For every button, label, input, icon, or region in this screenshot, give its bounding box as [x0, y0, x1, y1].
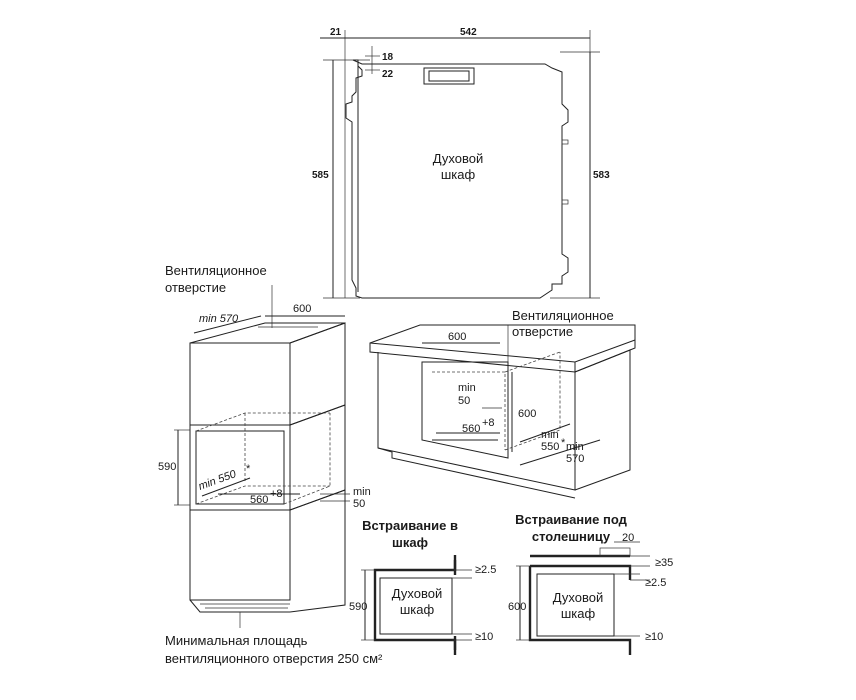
tall-cabinet-diagram: Вентиляционное отверстие 600 min 570 590…: [158, 263, 383, 666]
tall-gap-min-b: 50: [353, 498, 365, 510]
counter-width-dim: 600: [448, 331, 466, 343]
inset-cabinet-title-line1: Встраивание в: [362, 518, 458, 533]
oven-label-line1: Духовой: [433, 151, 483, 166]
tall-gap-min-a: min: [353, 486, 371, 498]
counter-niche-depth-alt-b: 570: [566, 453, 584, 465]
inset-counter-gap-top-a: ≥35: [655, 557, 673, 569]
oven-side-profile: 21 542 18 22 585 583 Духовой шкаф: [312, 27, 610, 299]
tall-vent-label-line2: отверстие: [165, 280, 226, 295]
tall-depth-dim: min 570: [199, 313, 239, 325]
inset-counter-label-line2: шкаф: [561, 606, 596, 621]
counter-niche-depth-a: min: [541, 429, 559, 441]
inset-cabinet-title-line2: шкаф: [392, 535, 428, 550]
inset-counter-title-line1: Встраивание под: [515, 512, 628, 527]
front-height-dim: 585: [312, 170, 329, 181]
inset-cabinet-label-line2: шкаф: [400, 602, 435, 617]
inset-counter-section: Встраивание под столешницу 600 20 ≥35 ≥2…: [508, 512, 673, 655]
oven-label-line2: шкаф: [441, 167, 476, 182]
counter-cabinet-diagram: Вентиляционное отверстие 600 min 50 600 …: [369, 308, 636, 499]
inset-cabinet-gap-bottom: ≥10: [475, 631, 493, 643]
counter-niche-height-dim: 600: [518, 408, 536, 420]
inset-counter-height-dim: 600: [508, 601, 526, 613]
tall-niche-width-dim: 560: [250, 494, 268, 506]
inset-counter-gap-top-b: ≥2.5: [645, 577, 666, 589]
inset-counter-title-line2: столешницу: [532, 529, 611, 544]
inset-counter-top-offset: 20: [622, 532, 634, 544]
tall-niche-height-dim: 590: [158, 461, 176, 473]
counter-vent-label-line2: отверстие: [512, 324, 573, 339]
counter-niche-width-dim: 560: [462, 423, 480, 435]
inset-cabinet-gap-top: ≥2.5: [475, 564, 496, 576]
counter-gap-min-b: 50: [458, 395, 470, 407]
front-offset-dim: 21: [330, 27, 342, 38]
tall-niche-depth-star: *: [246, 463, 251, 475]
tall-width-dim: 600: [293, 303, 311, 315]
counter-gap-min-a: min: [458, 382, 476, 394]
tall-bottom-note-line2: вентиляционного отверстия 250 см²: [165, 651, 383, 666]
counter-vent-label-line1: Вентиляционное: [512, 308, 614, 323]
top-offset-b-dim: 22: [382, 69, 394, 80]
tall-vent-label-line1: Вентиляционное: [165, 263, 267, 278]
inset-counter-label-line1: Духовой: [553, 590, 603, 605]
inset-counter-gap-bottom: ≥10: [645, 631, 663, 643]
total-width-dim: 542: [460, 27, 477, 38]
counter-niche-width-tol: +8: [482, 417, 495, 429]
tall-bottom-note-line1: Минимальная площадь: [165, 633, 308, 648]
inset-cabinet-height-dim: 590: [349, 601, 367, 613]
counter-niche-depth-star: *: [561, 437, 566, 449]
inset-cabinet-section: Встраивание в шкаф 590 ≥2.5 ≥10 Духовой …: [349, 518, 496, 655]
inset-cabinet-label-line1: Духовой: [392, 586, 442, 601]
counter-niche-depth-b: 550: [541, 441, 559, 453]
counter-niche-depth-alt-a: min: [566, 441, 584, 453]
tall-niche-depth-dim: min 550: [197, 468, 239, 493]
tall-niche-width-tol: +8: [270, 488, 283, 500]
top-offset-a-dim: 18: [382, 52, 394, 63]
back-height-dim: 583: [593, 170, 610, 181]
